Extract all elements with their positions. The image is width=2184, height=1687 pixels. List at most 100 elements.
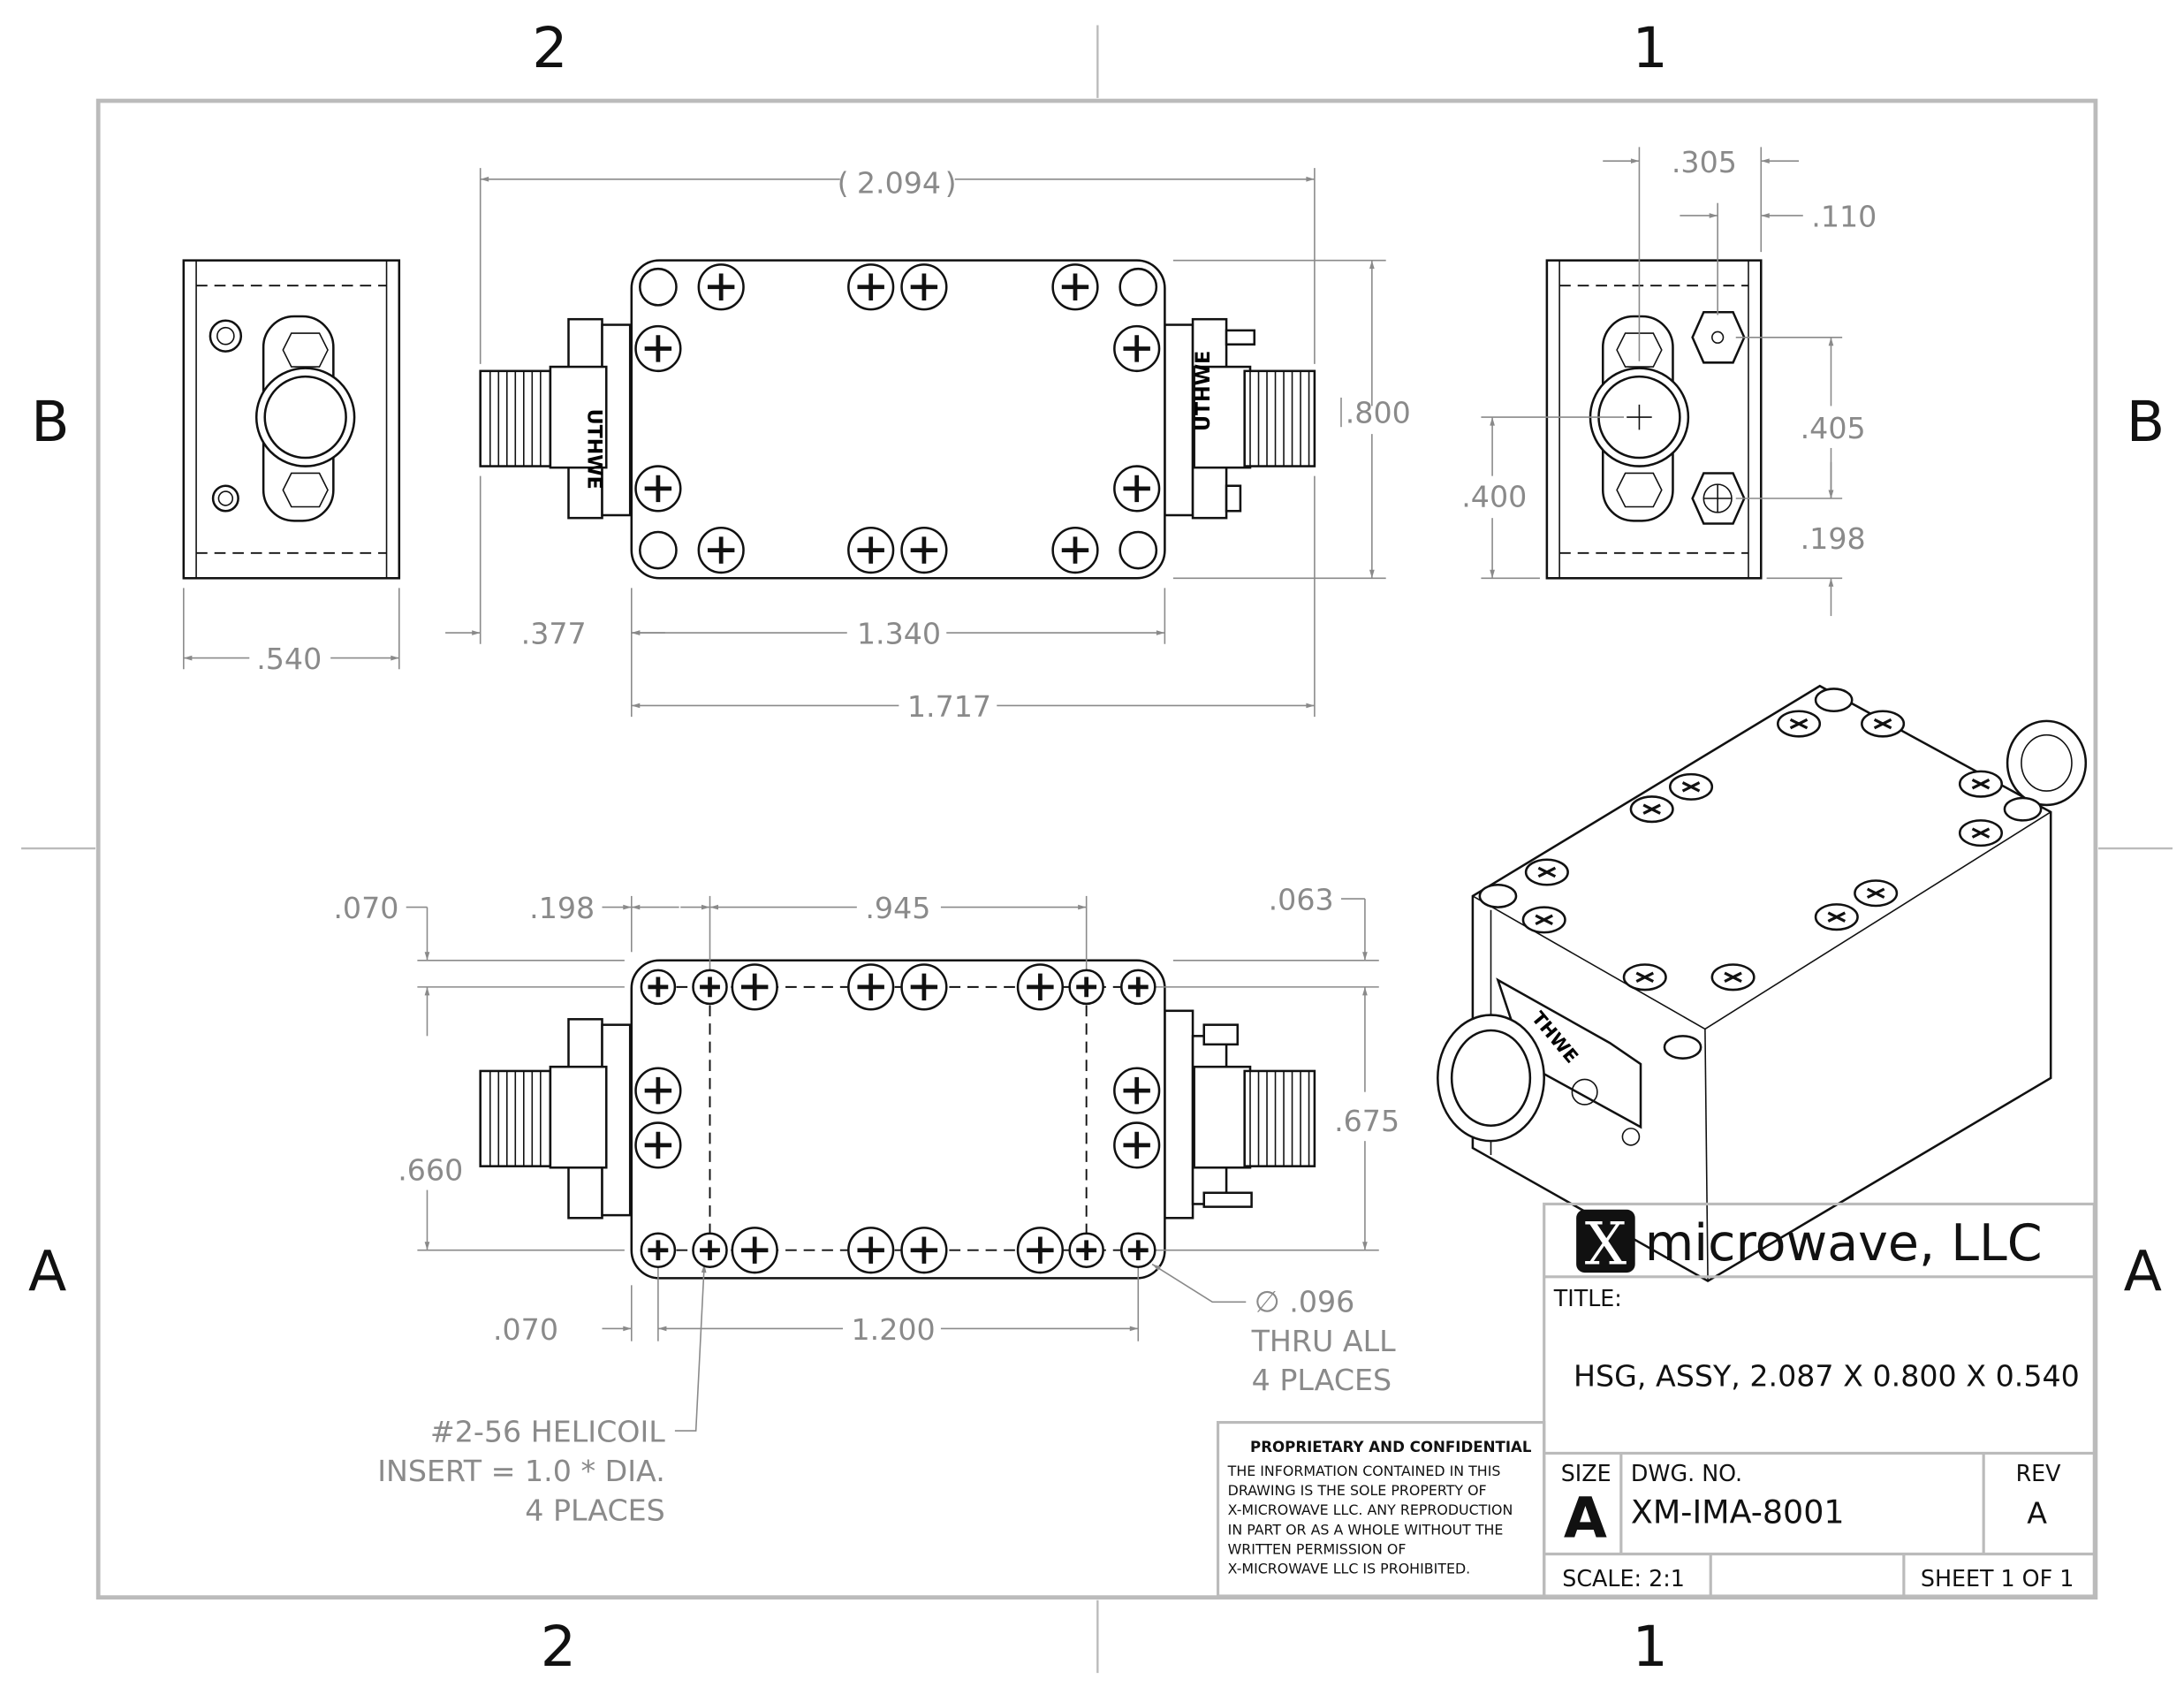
dim-675: .675 (1334, 1104, 1399, 1138)
rev-value: A (2027, 1496, 2047, 1531)
title-label: TITLE: (1553, 1285, 1622, 1311)
dim-405: .405 (1801, 411, 1866, 445)
helicoil-hole-icon (692, 1232, 728, 1268)
screw-icon (847, 963, 895, 1011)
dim-length-with-connector: 1.717 (907, 689, 991, 724)
dim-305: .305 (1672, 145, 1737, 179)
dim-110: .110 (1811, 200, 1877, 234)
mounting-hole (639, 530, 678, 570)
zone-label: A (2124, 1239, 2162, 1304)
mounting-hole (639, 267, 678, 307)
mounting-hole (2003, 796, 2043, 822)
title-block: X microwave, LLC TITLE: HSG, ASSY, 2.087… (1216, 1202, 2096, 1598)
screw-icon (1113, 324, 1161, 373)
hole-note: 4 PLACES (1252, 1363, 1392, 1397)
dim-400: .400 (1461, 479, 1527, 513)
screw-icon (634, 1121, 682, 1169)
dim-overall-length: 2.094 (857, 166, 941, 201)
zone-label: A (28, 1239, 66, 1304)
screw-icon (1016, 1227, 1064, 1274)
dim-945: .945 (865, 891, 930, 925)
screw-icon (1113, 465, 1161, 513)
hole-note: THRU ALL (1251, 1324, 1397, 1358)
screw-icon (634, 324, 682, 373)
mounting-hole (1119, 267, 1158, 307)
scale: SCALE: 2:1 (1562, 1565, 1685, 1592)
dim-body-width: 1.340 (857, 617, 941, 651)
basic-paren: ( (838, 166, 849, 201)
screw-icon (847, 263, 895, 311)
dim-1200: 1.200 (852, 1312, 936, 1347)
helicoil-hole-icon (1120, 1232, 1156, 1268)
dim-070-bottom: .070 (493, 1312, 558, 1347)
screw-icon (1051, 263, 1099, 311)
helicoil-hole-icon (1120, 969, 1156, 1006)
drawing-border (95, 98, 2098, 1600)
dim-height: .800 (1346, 395, 1411, 429)
helicoil-note: #2-56 HELICOIL (430, 1415, 665, 1449)
screw-icon (1016, 963, 1064, 1011)
screw-icon (900, 526, 948, 574)
zone-label: B (31, 389, 69, 454)
proprietary-text: X-MICROWAVE LLC IS PROHIBITED. (1228, 1561, 1471, 1577)
hole-note: ∅ .096 (1255, 1284, 1355, 1318)
drawing-title: HSG, ASSY, 2.087 X 0.800 X 0.540 (1574, 1358, 2080, 1393)
helicoil-hole-icon (1068, 1232, 1104, 1268)
mounting-hole (1814, 688, 1854, 713)
mounting-hole (1478, 883, 1518, 908)
screw-icon (1113, 1121, 1161, 1169)
mounting-hole (1663, 1035, 1702, 1060)
dim-063: .063 (1269, 883, 1334, 917)
zone-label: 1 (1633, 15, 1668, 80)
rev-label: REV (2016, 1460, 2062, 1486)
sheet-number: SHEET 1 OF 1 (1921, 1565, 2074, 1592)
dim-198: .198 (1801, 521, 1866, 556)
zone-label: 2 (541, 1614, 576, 1679)
dim-660: .660 (398, 1153, 463, 1188)
company-name: microwave, LLC (1645, 1214, 2043, 1273)
proprietary-text: IN PART OR AS A WHOLE WITHOUT THE (1228, 1521, 1504, 1538)
screw-icon (731, 963, 778, 1011)
proprietary-text: WRITTEN PERMISSION OF (1228, 1540, 1407, 1557)
helicoil-hole-icon (1068, 969, 1104, 1006)
dim-connector-offset: .377 (521, 617, 587, 651)
helicoil-note: 4 PLACES (525, 1493, 665, 1527)
screw-icon (697, 263, 745, 311)
helicoil-hole-icon (640, 969, 677, 1006)
company-logo (1576, 1209, 1635, 1273)
dim-198: .198 (529, 891, 595, 925)
size-label: SIZE (1561, 1460, 1611, 1486)
proprietary-heading: PROPRIETARY AND CONFIDENTIAL (1250, 1439, 1532, 1455)
connector-label: UTHWE (1192, 351, 1215, 431)
basic-paren: ) (945, 166, 957, 201)
dwg-no: XM-IMA-8001 (1631, 1493, 1845, 1531)
proprietary-text: THE INFORMATION CONTAINED IN THIS (1227, 1463, 1501, 1479)
helicoil-note: INSERT = 1.0 * DIA. (377, 1454, 665, 1488)
helicoil-hole-icon (640, 1232, 677, 1268)
company-logo-mark: X (1585, 1210, 1627, 1279)
screw-icon (634, 1067, 682, 1114)
proprietary-text: X-MICROWAVE LLC. ANY REPRODUCTION (1228, 1501, 1513, 1518)
bottom-view: .070 .660 .198 .945 .063 .675 .070 1.200… (333, 883, 1399, 1528)
screw-icon (1051, 526, 1099, 574)
zone-ticks (21, 25, 2173, 1674)
dim-width: .540 (256, 642, 322, 676)
size-value: A (1564, 1485, 1607, 1550)
screw-icon (731, 1227, 778, 1274)
screw-icon (900, 1227, 948, 1274)
screw-icon (847, 526, 895, 574)
screw-icon (847, 1227, 895, 1274)
top-view: UTHWE UTHWE 2.094 () .800 .377 1.340 1.7… (445, 166, 1411, 724)
screw-icon (900, 263, 948, 311)
screw-icon (697, 526, 745, 574)
helicoil-hole-icon (692, 969, 728, 1006)
screw-icon (1113, 1067, 1161, 1114)
right-end-view: .305 .110 .405 .198 .400 (1461, 145, 1877, 617)
dim-070-top: .070 (333, 891, 398, 925)
dwg-no-label: DWG. NO. (1631, 1460, 1742, 1486)
isometric-view: THWE (1437, 684, 2088, 1283)
proprietary-text: DRAWING IS THE SOLE PROPERTY OF (1228, 1482, 1487, 1499)
connector-label: UTHWE (583, 409, 606, 490)
zone-label: 1 (1633, 1614, 1668, 1679)
